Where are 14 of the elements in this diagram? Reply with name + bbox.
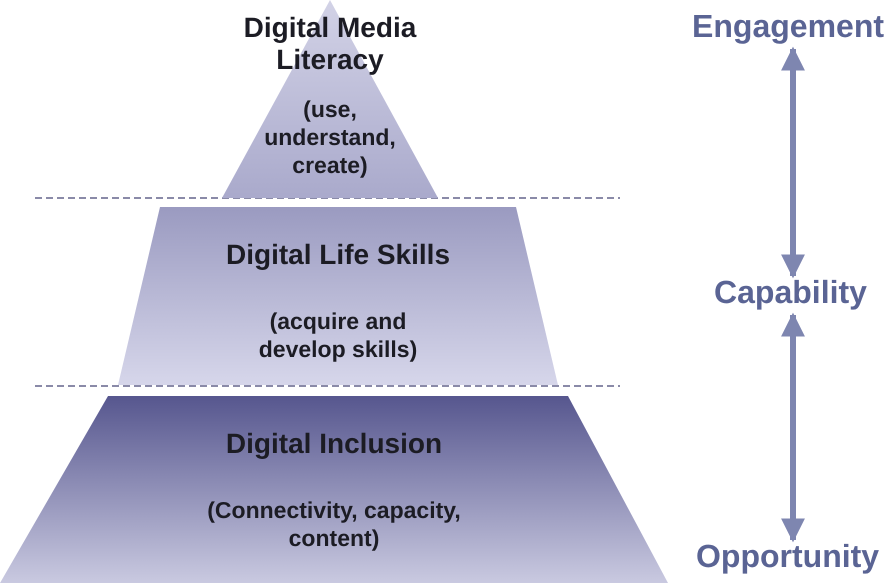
tier-heading: Digital Inclusion [224, 428, 444, 460]
double-arrow [781, 46, 805, 278]
tier-description: (Connectivity, capacity, content) [206, 496, 462, 552]
tier-heading: Digital Life Skills [224, 239, 452, 271]
double-arrow [781, 312, 805, 542]
scale-label: Engagement [692, 8, 884, 45]
tier-description: (use, understand, create) [263, 95, 397, 179]
pyramid-tier [0, 396, 668, 583]
tier-description: (acquire and develop skills) [258, 307, 418, 363]
scale-label: Capability [714, 274, 867, 311]
scale-label: Opportunity [696, 538, 880, 575]
pyramid-tier [118, 207, 558, 385]
pyramid-tier [222, 0, 438, 198]
tier-heading: Digital Media Literacy [242, 12, 418, 76]
